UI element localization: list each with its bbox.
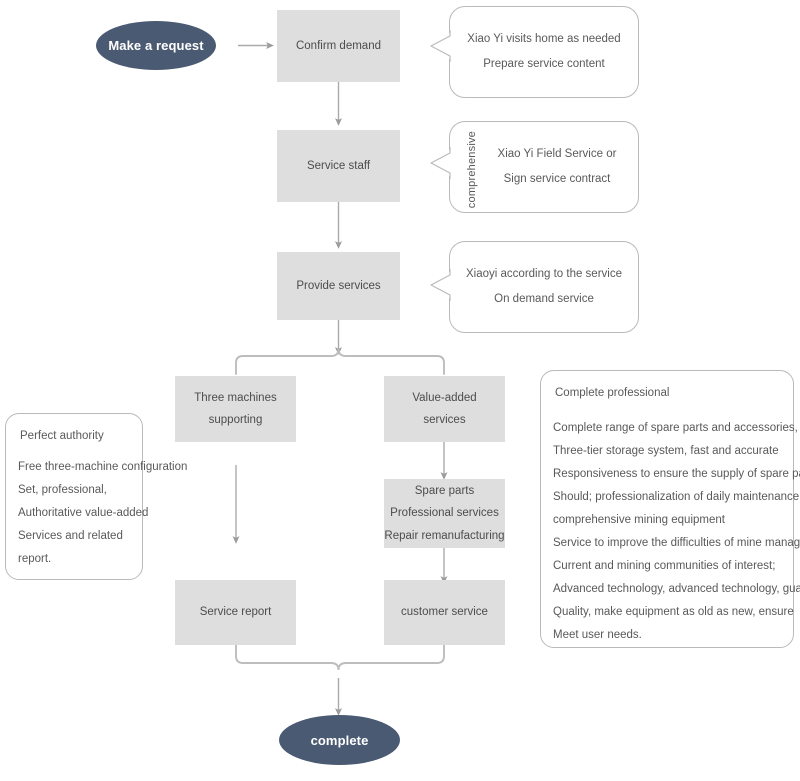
note-perfect-authority-title: Perfect authority — [20, 430, 104, 442]
node-start[interactable]: Make a request — [96, 21, 216, 70]
note-perfect-authority-line-2: Set, professional, — [18, 484, 107, 496]
note-complete-professional-line-9: Quality, make equipment as old as new, e… — [553, 606, 794, 618]
node-start-label: Make a request — [108, 38, 204, 53]
node-confirm-demand[interactable]: Confirm demand — [277, 10, 400, 82]
node-complete-label: complete — [310, 732, 369, 748]
node-customer-service-line-1: customer service — [401, 606, 488, 619]
callout-confirm-demand[interactable]: Xiao Yi visits home as needed Prepare se… — [449, 6, 639, 98]
callout-confirm-demand-tail-mask — [443, 33, 459, 59]
node-provide-services[interactable]: Provide services — [277, 252, 400, 320]
note-complete-professional-line-5: comprehensive mining equipment — [553, 514, 725, 526]
node-spare-parts-line-1: Spare parts — [414, 484, 475, 497]
edge-merge-brace — [235, 644, 445, 671]
node-value-added-line-1: Value-added — [412, 391, 477, 404]
callout-service-staff[interactable]: Xiao Yi Field Service or Sign service co… — [449, 121, 639, 213]
edge-fork-brace — [235, 348, 445, 375]
node-confirm-demand-line-1: Confirm demand — [295, 39, 381, 52]
callout-service-staff-side-label: comprehensive — [466, 131, 478, 209]
callout-provide-services-tail-icon — [430, 269, 451, 301]
node-complete[interactable]: complete — [279, 715, 400, 765]
callout-provide-services-tail-mask — [443, 272, 459, 298]
note-perfect-authority-line-3: Authoritative value-added — [18, 507, 149, 519]
node-service-staff[interactable]: Service staff — [277, 130, 400, 202]
callout-confirm-demand-tail-icon — [430, 30, 451, 62]
note-complete-professional-line-8: Advanced technology, advanced technology… — [553, 583, 800, 595]
node-spare-parts-line-3: Repair remanufacturing — [384, 529, 505, 542]
node-three-machines-line-2: supporting — [208, 414, 263, 426]
note-perfect-authority-line-1: Free three-machine configuration — [18, 461, 188, 473]
node-value-added-line-2: services — [423, 414, 466, 426]
callout-service-staff-tail-mask — [443, 150, 459, 176]
callout-provide-services-line-2: On demand service — [494, 293, 594, 305]
node-three-machines-line-1: Three machines — [194, 391, 277, 404]
note-perfect-authority-body: Free three-machine configuration Set, pr… — [18, 456, 188, 571]
note-complete-professional-line-3: Responsiveness to ensure the supply of s… — [553, 468, 800, 480]
node-service-staff-line-1: Service staff — [306, 159, 371, 172]
note-complete-professional-body: Complete range of spare parts and access… — [553, 417, 800, 647]
note-perfect-authority-line-5: report. — [18, 553, 52, 565]
note-perfect-authority[interactable]: Perfect authority Free three-machine con… — [5, 413, 188, 580]
node-service-report[interactable]: Service report — [175, 580, 296, 645]
note-complete-professional-line-2: Three-tier storage system, fast and accu… — [553, 445, 779, 457]
note-complete-professional-line-7: Current and mining communities of intere… — [553, 560, 776, 572]
callout-provide-services-line-1: Xiaoyi according to the service — [466, 267, 622, 280]
note-complete-professional-line-10: Meet user needs. — [553, 629, 642, 641]
note-complete-professional-line-1: Complete range of spare parts and access… — [553, 422, 800, 434]
callout-service-staff-line-1: Xiao Yi Field Service or — [497, 147, 617, 160]
callout-provide-services[interactable]: Xiaoyi according to the service On deman… — [449, 241, 639, 333]
node-provide-services-line-1: Provide services — [296, 279, 381, 292]
node-value-added-services[interactable]: Value-added services — [384, 376, 505, 442]
node-customer-service[interactable]: customer service — [384, 580, 505, 645]
node-spare-parts-line-2: Professional services — [390, 507, 499, 520]
note-complete-professional-line-4: Should; professionalization of daily mai… — [553, 491, 800, 503]
note-perfect-authority-line-4: Services and related — [18, 530, 123, 542]
callout-confirm-demand-line-1: Xiao Yi visits home as needed — [467, 32, 621, 45]
node-spare-parts[interactable]: Spare parts Professional services Repair… — [384, 479, 505, 548]
callout-service-staff-line-2: Sign service contract — [503, 173, 611, 185]
callout-confirm-demand-line-2: Prepare service content — [483, 58, 605, 70]
note-complete-professional-line-6: Service to improve the difficulties of m… — [553, 537, 800, 549]
node-service-report-line-1: Service report — [199, 606, 272, 619]
note-complete-professional-title: Complete professional — [555, 387, 670, 399]
note-complete-professional[interactable]: Complete professional Complete range of … — [540, 370, 800, 648]
node-three-machines-supporting[interactable]: Three machines supporting — [175, 376, 296, 442]
callout-service-staff-tail-icon — [430, 147, 451, 179]
